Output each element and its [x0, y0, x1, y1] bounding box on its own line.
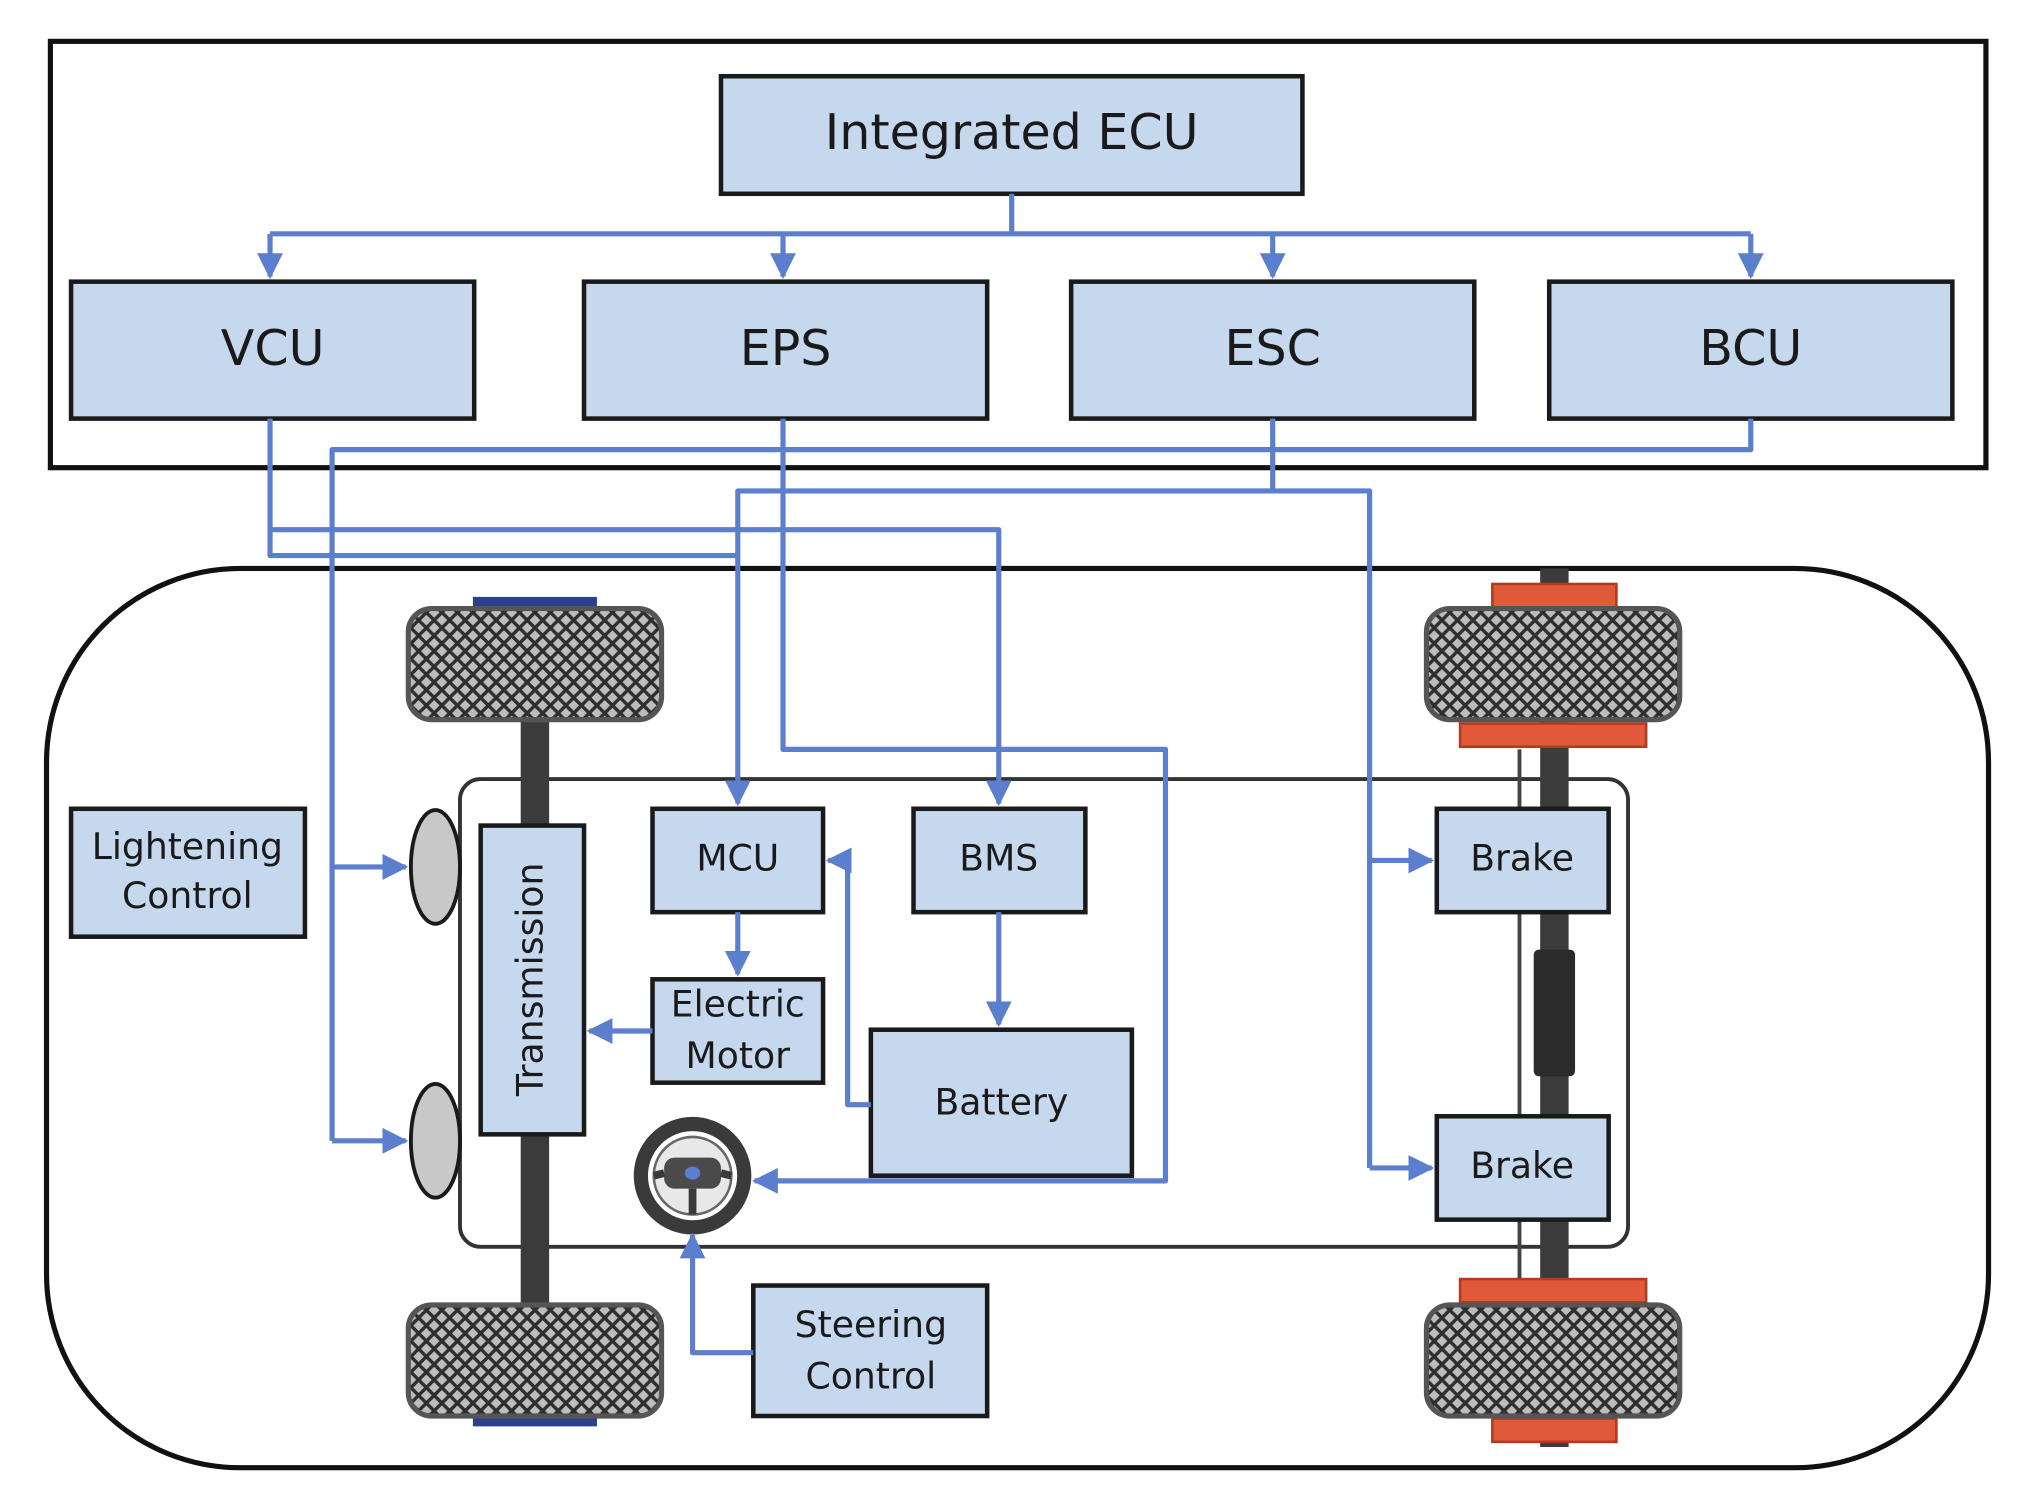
- transmission-box: Transmission: [478, 823, 587, 1137]
- rear-right-rotor-bottom: [1491, 1417, 1618, 1444]
- electric-motor-label-line1: Electric: [671, 982, 805, 1025]
- integrated-ecu-box: Integrated ECU: [718, 73, 1305, 197]
- bms-label: BMS: [959, 836, 1038, 879]
- eps-label: EPS: [740, 319, 832, 377]
- rear-right-rotor-top: [1458, 1277, 1648, 1304]
- esc-label: ESC: [1224, 319, 1320, 377]
- transmission-label: Transmission: [508, 863, 551, 1098]
- rear-left-rotor-bottom: [1458, 722, 1648, 749]
- tire-icon: [1423, 605, 1683, 723]
- esc-bus-wire: [724, 418, 1276, 807]
- bcu-box: BCU: [1546, 279, 1955, 421]
- brake-front-label: Brake: [1470, 836, 1574, 879]
- tire-icon: [405, 1302, 665, 1419]
- battery-box: Battery: [868, 1027, 1135, 1178]
- battery-to-mcu-arrow: [825, 847, 871, 1108]
- headlamp-icon: [408, 1082, 462, 1200]
- lightening-control-label-line2: Control: [122, 874, 253, 917]
- integrated-ecu-label: Integrated ECU: [825, 103, 1199, 161]
- mcu-label: MCU: [696, 836, 779, 879]
- rear-shaft-coupling: [1533, 949, 1576, 1077]
- rear-left-rotor-top: [1491, 582, 1618, 612]
- steering-control-box: Steering Control: [751, 1283, 990, 1419]
- bms-box: BMS: [911, 806, 1088, 915]
- vcu-label: VCU: [221, 319, 325, 377]
- vcu-bus-wire: [267, 418, 738, 559]
- eps-box: EPS: [581, 279, 990, 421]
- bcu-label: BCU: [1699, 319, 1802, 377]
- chassis-frame: [458, 777, 1630, 1249]
- steering-wheel-icon: [633, 1116, 752, 1235]
- brake-front-box: Brake: [1434, 806, 1611, 915]
- eps-to-steering-wheel-wire: [751, 418, 1169, 1194]
- ecu-distribution-wire: [270, 193, 1751, 237]
- vcu-box: VCU: [68, 279, 477, 421]
- steering-control-label-line1: Steering: [795, 1303, 947, 1346]
- tire-icon: [1423, 1302, 1683, 1419]
- lightening-control-label-line1: Lightening: [92, 825, 283, 868]
- electric-motor-box: Electric Motor: [650, 977, 826, 1085]
- brake-rear-box: Brake: [1434, 1114, 1611, 1222]
- battery-label: Battery: [934, 1081, 1068, 1124]
- esc-to-brakes-wire: [1272, 488, 1373, 1168]
- electric-motor-label-line2: Motor: [686, 1034, 791, 1077]
- mcu-box: MCU: [650, 806, 826, 915]
- tire-icon: [405, 605, 665, 723]
- front-right-hub: [472, 1416, 597, 1427]
- steering-control-to-wheel-arrow: [679, 1232, 754, 1356]
- lightening-control-box: Lightening Control: [68, 806, 308, 939]
- brake-rear-label: Brake: [1470, 1144, 1574, 1187]
- controller-frame: [47, 38, 1989, 471]
- esc-box: ESC: [1068, 279, 1477, 421]
- vcu-to-bms-wire: [270, 527, 1012, 807]
- bcu-bus-wire: [329, 418, 1754, 1141]
- vehicle-outline: [43, 565, 1992, 1471]
- steering-control-label-line2: Control: [806, 1355, 937, 1398]
- front-left-hub: [472, 596, 597, 608]
- headlamp-icon: [408, 808, 462, 926]
